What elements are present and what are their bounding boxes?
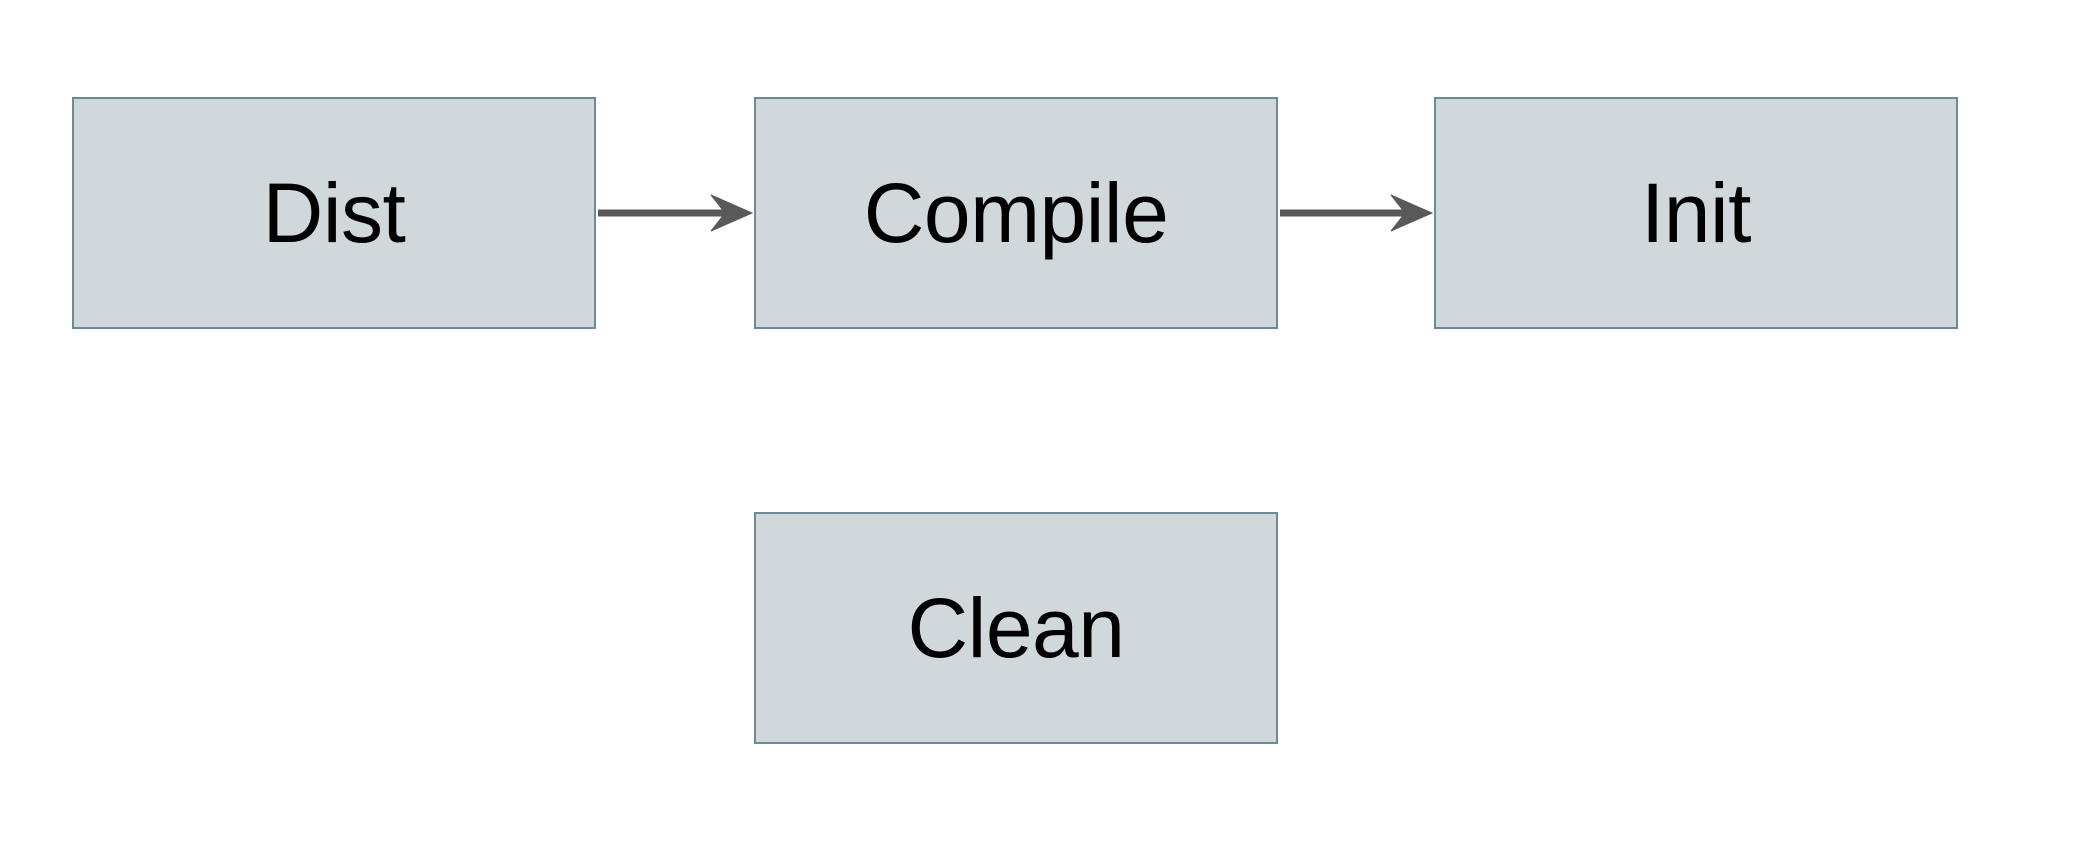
node-clean-label: Clean [907,581,1125,675]
node-dist[interactable]: Dist [72,97,596,329]
edge-dist-to-compile-arrowhead [710,194,754,232]
edge-compile-to-init[interactable] [1280,194,1434,232]
node-clean[interactable]: Clean [754,512,1278,744]
edge-dist-to-compile[interactable] [598,194,754,232]
node-init-label: Init [1640,166,1752,260]
node-dist-label: Dist [262,166,406,260]
node-compile-label: Compile [863,166,1169,260]
edge-compile-to-init-arrowhead [1390,194,1434,232]
node-init[interactable]: Init [1434,97,1958,329]
node-compile[interactable]: Compile [754,97,1278,329]
